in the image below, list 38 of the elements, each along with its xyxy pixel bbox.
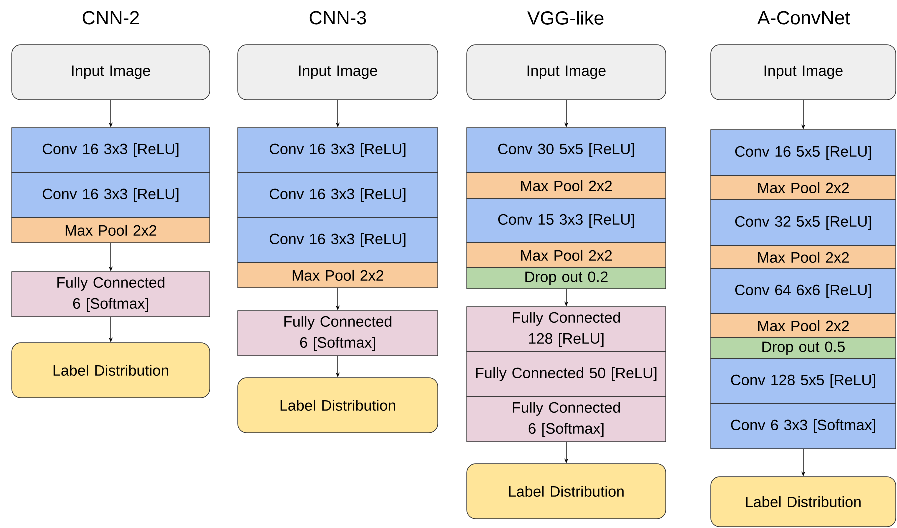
output-box: Label Distribution — [466, 464, 666, 520]
layer-box: Conv 16 3x3 [ReLU] — [238, 218, 438, 264]
layer-box: Drop out 0.2 — [466, 268, 666, 290]
layer-box: Max Pool 2x2 — [710, 176, 896, 200]
layer-box: Max Pool 2x2 — [466, 172, 666, 200]
column-title: CNN-2 — [82, 11, 140, 25]
layer-box: Max Pool 2x2 — [710, 246, 896, 270]
output-box: Label Distribution — [710, 476, 896, 528]
layer-box: Conv 16 3x3 [ReLU] — [238, 128, 438, 174]
input-box: Input Image — [466, 44, 666, 100]
layer-box: Conv 16 3x3 [ReLU] — [12, 128, 210, 174]
layer-box: Conv 64 6x6 [ReLU] — [710, 268, 896, 314]
input-box: Input Image — [12, 44, 210, 100]
layer-box: Fully Connected 6 [Softmax] — [466, 396, 666, 442]
column-title: CNN-3 — [310, 11, 366, 25]
input-box: Input Image — [238, 44, 438, 100]
layer-box: Max Pool 2x2 — [466, 242, 666, 268]
layer-box: Max Pool 2x2 — [710, 314, 896, 338]
layer-box: Fully Connected 50 [ReLU] — [466, 352, 666, 398]
output-box: Label Distribution — [12, 342, 210, 398]
layer-box: Conv 128 5x5 [ReLU] — [710, 358, 896, 404]
layer-box: Conv 16 5x5 [ReLU] — [710, 130, 896, 176]
layer-box: Conv 16 3x3 [ReLU] — [12, 172, 210, 218]
input-box: Input Image — [710, 44, 896, 100]
column-title: A-ConvNet — [758, 11, 850, 25]
layer-box: Conv 6 3x3 [Softmax] — [710, 404, 896, 450]
layer-box: Max Pool 2x2 — [238, 262, 438, 288]
layer-box: Conv 16 3x3 [ReLU] — [238, 172, 438, 218]
output-box: Label Distribution — [238, 378, 438, 434]
layer-box: Conv 15 3x3 [ReLU] — [466, 198, 666, 244]
layer-box: Fully Connected 128 [ReLU] — [466, 306, 666, 352]
layer-box: Fully Connected 6 [Softmax] — [238, 310, 438, 356]
column-title: VGG-like — [528, 11, 604, 25]
layer-box: Drop out 0.5 — [710, 338, 896, 360]
layer-box: Fully Connected 6 [Softmax] — [12, 272, 210, 318]
layer-box: Conv 30 5x5 [ReLU] — [466, 128, 666, 174]
layer-box: Conv 32 5x5 [ReLU] — [710, 200, 896, 246]
layer-box: Max Pool 2x2 — [12, 218, 210, 244]
